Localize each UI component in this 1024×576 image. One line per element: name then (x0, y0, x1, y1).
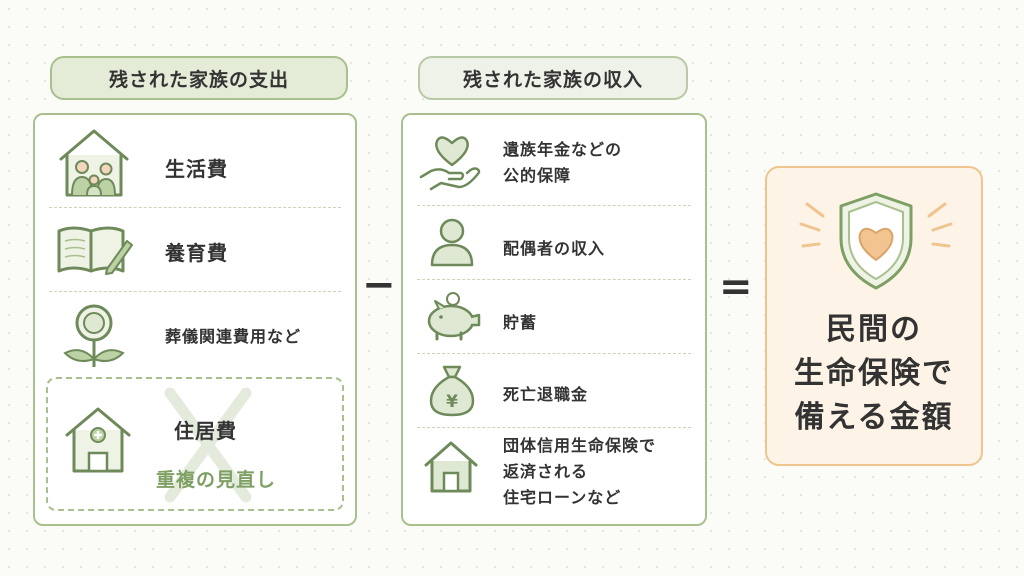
minus-operator: − (362, 262, 396, 308)
income-panel: 遺族年金などの 公的保障 配偶者の収入 貯蓄 ¥ 死亡退職金 団体信用生命保険で… (401, 113, 707, 526)
housing-label: 住居費 (174, 419, 237, 443)
income-label-spouse: 配偶者の収入 (503, 239, 606, 258)
income-label-public-pension: 遺族年金などの 公的保障 (503, 137, 622, 189)
expense-label-funeral: 葬儀関連費用など (165, 327, 302, 346)
piggy-bank-icon (427, 292, 481, 341)
income-label-retirement: 死亡退職金 (503, 385, 589, 404)
person-icon (430, 218, 474, 267)
income-label-housing-loan-line1: 団体信用生命保険で (503, 436, 657, 455)
income-label-housing-loan-line2: 返済される (503, 462, 589, 481)
income-title: 残された家族の収入 (418, 56, 688, 100)
expense-label-living: 生活費 (165, 157, 228, 181)
equals-operator: = (719, 264, 753, 310)
shield-heart-icon (799, 192, 953, 290)
income-label-savings: 貯蓄 (503, 313, 538, 332)
income-label-housing-loan: 団体信用生命保険で 返済される 住宅ローンなど (503, 433, 656, 511)
money-bag-yen-icon: ¥ (429, 365, 475, 417)
divider (417, 279, 691, 280)
divider (49, 291, 341, 292)
result-line1: 民間の (826, 312, 922, 347)
income-label-public-pension-line1: 遺族年金などの (503, 140, 623, 159)
income-label-housing-loan-line3: 住宅ローンなど (503, 488, 622, 507)
result-box: 民間の 生命保険で 備える金額 (765, 166, 983, 466)
result-line3: 備える金額 (794, 400, 954, 435)
divider (417, 427, 691, 428)
duplicate-review-note: 重複の見直し (156, 469, 277, 491)
income-label-public-pension-line2: 公的保障 (503, 166, 572, 185)
divider (417, 205, 691, 206)
expenses-panel: 生活費 養育費 葬儀関連費用など 住居費 重複の見直し (33, 113, 357, 526)
divider (49, 207, 341, 208)
hand-heart-icon (419, 136, 481, 191)
svg-text:¥: ¥ (446, 392, 458, 412)
divider (417, 353, 691, 354)
expenses-title: 残された家族の支出 (50, 56, 348, 100)
funeral-flower-icon (63, 304, 125, 367)
house-cross-icon (65, 407, 131, 473)
house-family-icon (59, 129, 129, 197)
house-icon (424, 441, 478, 493)
cross-mark-icon (164, 387, 252, 503)
housing-excluded-box: 住居費 重複の見直し (46, 377, 344, 511)
book-pencil-icon (57, 226, 133, 275)
result-line2: 生命保険で (794, 356, 954, 391)
expense-label-childcare: 養育費 (165, 241, 228, 265)
